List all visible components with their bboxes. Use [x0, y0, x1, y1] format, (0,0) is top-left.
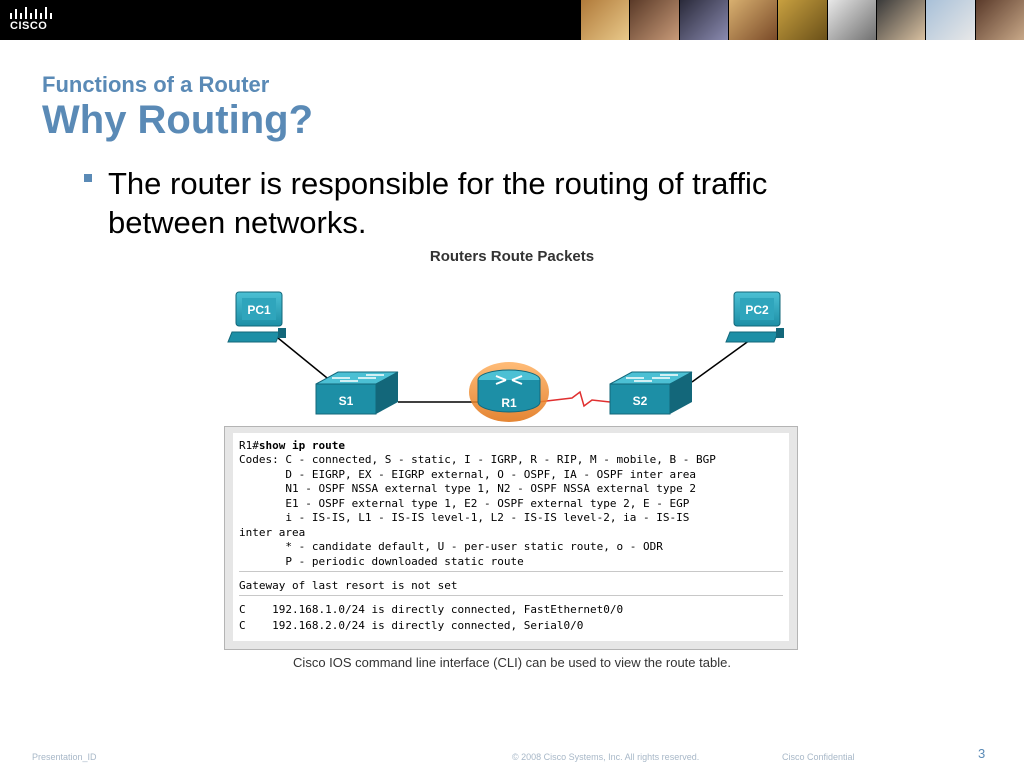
cli-codes-line: E1 - OSPF external type 1, E2 - OSPF ext… — [239, 496, 690, 510]
bullet-square-icon — [84, 174, 92, 182]
cli-prompt: R1# — [239, 439, 259, 452]
cli-route-line: C 192.168.2.0/24 is directly connected, … — [239, 619, 584, 632]
slide-title: Why Routing? — [42, 98, 314, 142]
photo-tile — [727, 0, 778, 40]
bullet-line-1: The router is responsible for the routin… — [108, 166, 768, 201]
cli-codes-line: N1 - OSPF NSSA external type 1, N2 - OSP… — [239, 482, 696, 495]
s1-switch-icon: S1 — [315, 371, 399, 415]
r1-label: R1 — [501, 396, 517, 410]
cli-command-line: R1#show ip route — [239, 439, 345, 452]
cli-codes-line: * - candidate default, U - per-user stat… — [239, 540, 663, 553]
s2-label: S2 — [633, 394, 648, 408]
link-r1-s2-serial — [537, 390, 611, 408]
photo-tile — [925, 0, 975, 40]
cli-output-panel: R1#show ip route Codes: C - connected, S… — [224, 426, 798, 650]
top-bar: CISCO — [0, 0, 1024, 40]
link-pc1-s1 — [277, 337, 333, 383]
page-number: 3 — [978, 746, 986, 761]
pc2-icon: PC2 — [725, 291, 784, 343]
footer-confidential: Cisco Confidential — [782, 752, 855, 762]
cli-separator — [239, 595, 783, 596]
r1-router-icon: R1 — [469, 362, 549, 422]
pc2-label: PC2 — [745, 303, 769, 317]
figure-title: Routers Route Packets — [429, 248, 595, 265]
pc1-icon: PC1 — [227, 291, 286, 343]
cli-codes-line: P - periodic downloaded static route — [239, 554, 524, 568]
photo-tile — [826, 0, 876, 40]
link-s2-pc2 — [691, 339, 751, 383]
cli-output: R1#show ip route Codes: C - connected, S… — [233, 433, 789, 641]
photo-tile — [678, 0, 728, 40]
photo-tile — [974, 0, 1024, 40]
s1-label: S1 — [339, 394, 354, 408]
cli-codes-line: i - IS-IS, L1 - IS-IS level-1, L2 - IS-I… — [239, 511, 690, 524]
bullet-text: The router is responsible for the routin… — [108, 164, 868, 242]
network-diagram: PC1 PC2 S1 R1 S2 — [227, 291, 784, 422]
brand-wordmark: CISCO — [10, 20, 48, 32]
footer-presentation-id: Presentation_ID — [32, 752, 97, 762]
photo-strip — [580, 0, 1024, 40]
photo-tile — [629, 0, 679, 40]
footer-copyright: © 2008 Cisco Systems, Inc. All rights re… — [512, 752, 700, 762]
pc1-label: PC1 — [247, 303, 271, 317]
bullet-line-2: between networks. — [108, 205, 367, 240]
cli-codes-line: Codes: C - connected, S - static, I - IG… — [239, 453, 716, 466]
photo-tile — [875, 0, 926, 40]
cli-separator — [239, 571, 783, 572]
cli-codes-line: D - EIGRP, EX - EIGRP external, O - OSPF… — [239, 467, 696, 481]
cli-gateway-line: Gateway of last resort is not set — [239, 579, 458, 592]
cli-command: show ip route — [258, 439, 345, 452]
slide-subtitle: Functions of a Router — [42, 72, 270, 97]
photo-tile — [777, 0, 827, 40]
figure-caption: Cisco IOS command line interface (CLI) c… — [293, 655, 731, 670]
cisco-logo-icon — [10, 7, 52, 19]
photo-tile — [580, 0, 630, 40]
cli-route-line: C 192.168.1.0/24 is directly connected, … — [239, 603, 624, 616]
s2-switch-icon: S2 — [609, 371, 693, 415]
cli-codes-line: inter area — [239, 525, 306, 539]
